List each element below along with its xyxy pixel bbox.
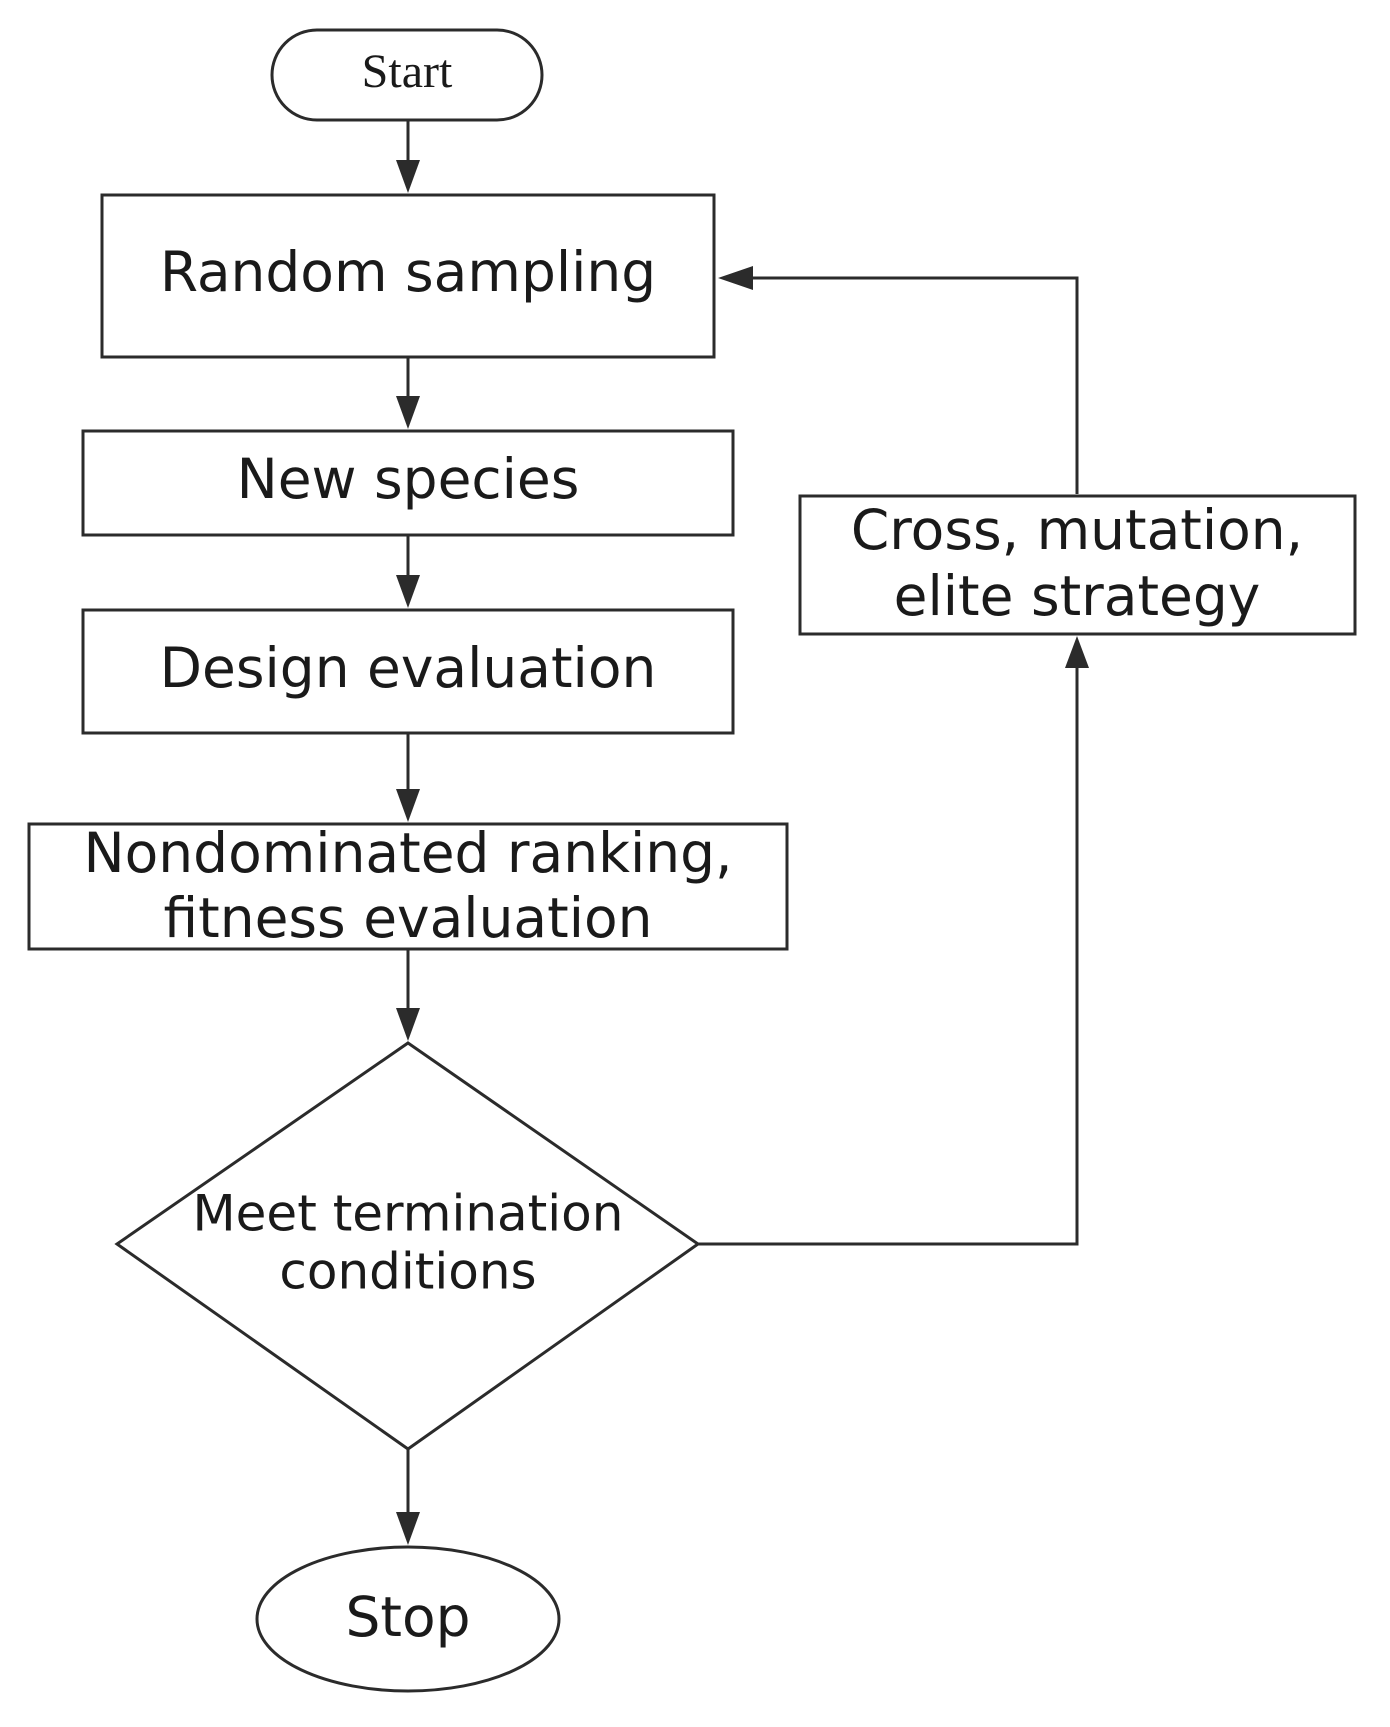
ranking-box xyxy=(27,822,789,951)
termination-label-line1: Meet termination xyxy=(193,1185,624,1243)
new-species-node: New species xyxy=(81,429,735,537)
connector-cross-to-random xyxy=(748,276,1079,494)
cross-mutation-node: Cross, mutation, elite strategy xyxy=(798,494,1357,636)
connectors xyxy=(396,120,1089,1545)
stop-label: Stop xyxy=(345,1585,470,1649)
arrowhead-species-to-design xyxy=(396,575,420,608)
random-sampling-label: Random sampling xyxy=(160,240,656,304)
cross-mutation-label-line1: Cross, mutation, xyxy=(851,498,1303,562)
ranking-label-line2: fitness evaluation xyxy=(164,886,653,950)
connector-termination-to-cross xyxy=(698,662,1079,1246)
arrowhead-ranking-to-termination xyxy=(396,1008,420,1041)
design-evaluation-label: Design evaluation xyxy=(160,636,657,700)
random-sampling-box xyxy=(100,193,716,359)
start-node: Start xyxy=(270,28,544,122)
termination-diamond xyxy=(114,1041,701,1451)
ranking-label-line1: Nondominated ranking, xyxy=(84,821,733,885)
cross-mutation-label-line2: elite strategy xyxy=(894,564,1261,628)
design-evaluation-node: Design evaluation xyxy=(81,608,735,735)
arrowhead-random-to-species xyxy=(396,396,420,429)
new-species-label: New species xyxy=(237,447,580,511)
arrowhead-cross-to-random xyxy=(718,266,753,290)
ranking-node: Nondominated ranking, fitness evaluation xyxy=(27,821,789,951)
arrowhead-start-to-random xyxy=(396,160,420,193)
new-species-box xyxy=(81,429,735,537)
termination-decision-node: Meet termination conditions xyxy=(114,1041,701,1451)
arrowhead-design-to-ranking xyxy=(396,789,420,822)
design-evaluation-box xyxy=(81,608,735,735)
termination-label-line2: conditions xyxy=(279,1243,536,1301)
start-label: Start xyxy=(362,45,453,98)
cross-mutation-box xyxy=(798,494,1357,636)
start-shape xyxy=(270,28,544,122)
random-sampling-node: Random sampling xyxy=(100,193,716,359)
stop-node: Stop xyxy=(255,1545,561,1693)
stop-shape xyxy=(255,1545,561,1693)
arrowhead-termination-to-stop xyxy=(396,1512,420,1545)
arrowhead-termination-to-cross xyxy=(1065,636,1089,668)
